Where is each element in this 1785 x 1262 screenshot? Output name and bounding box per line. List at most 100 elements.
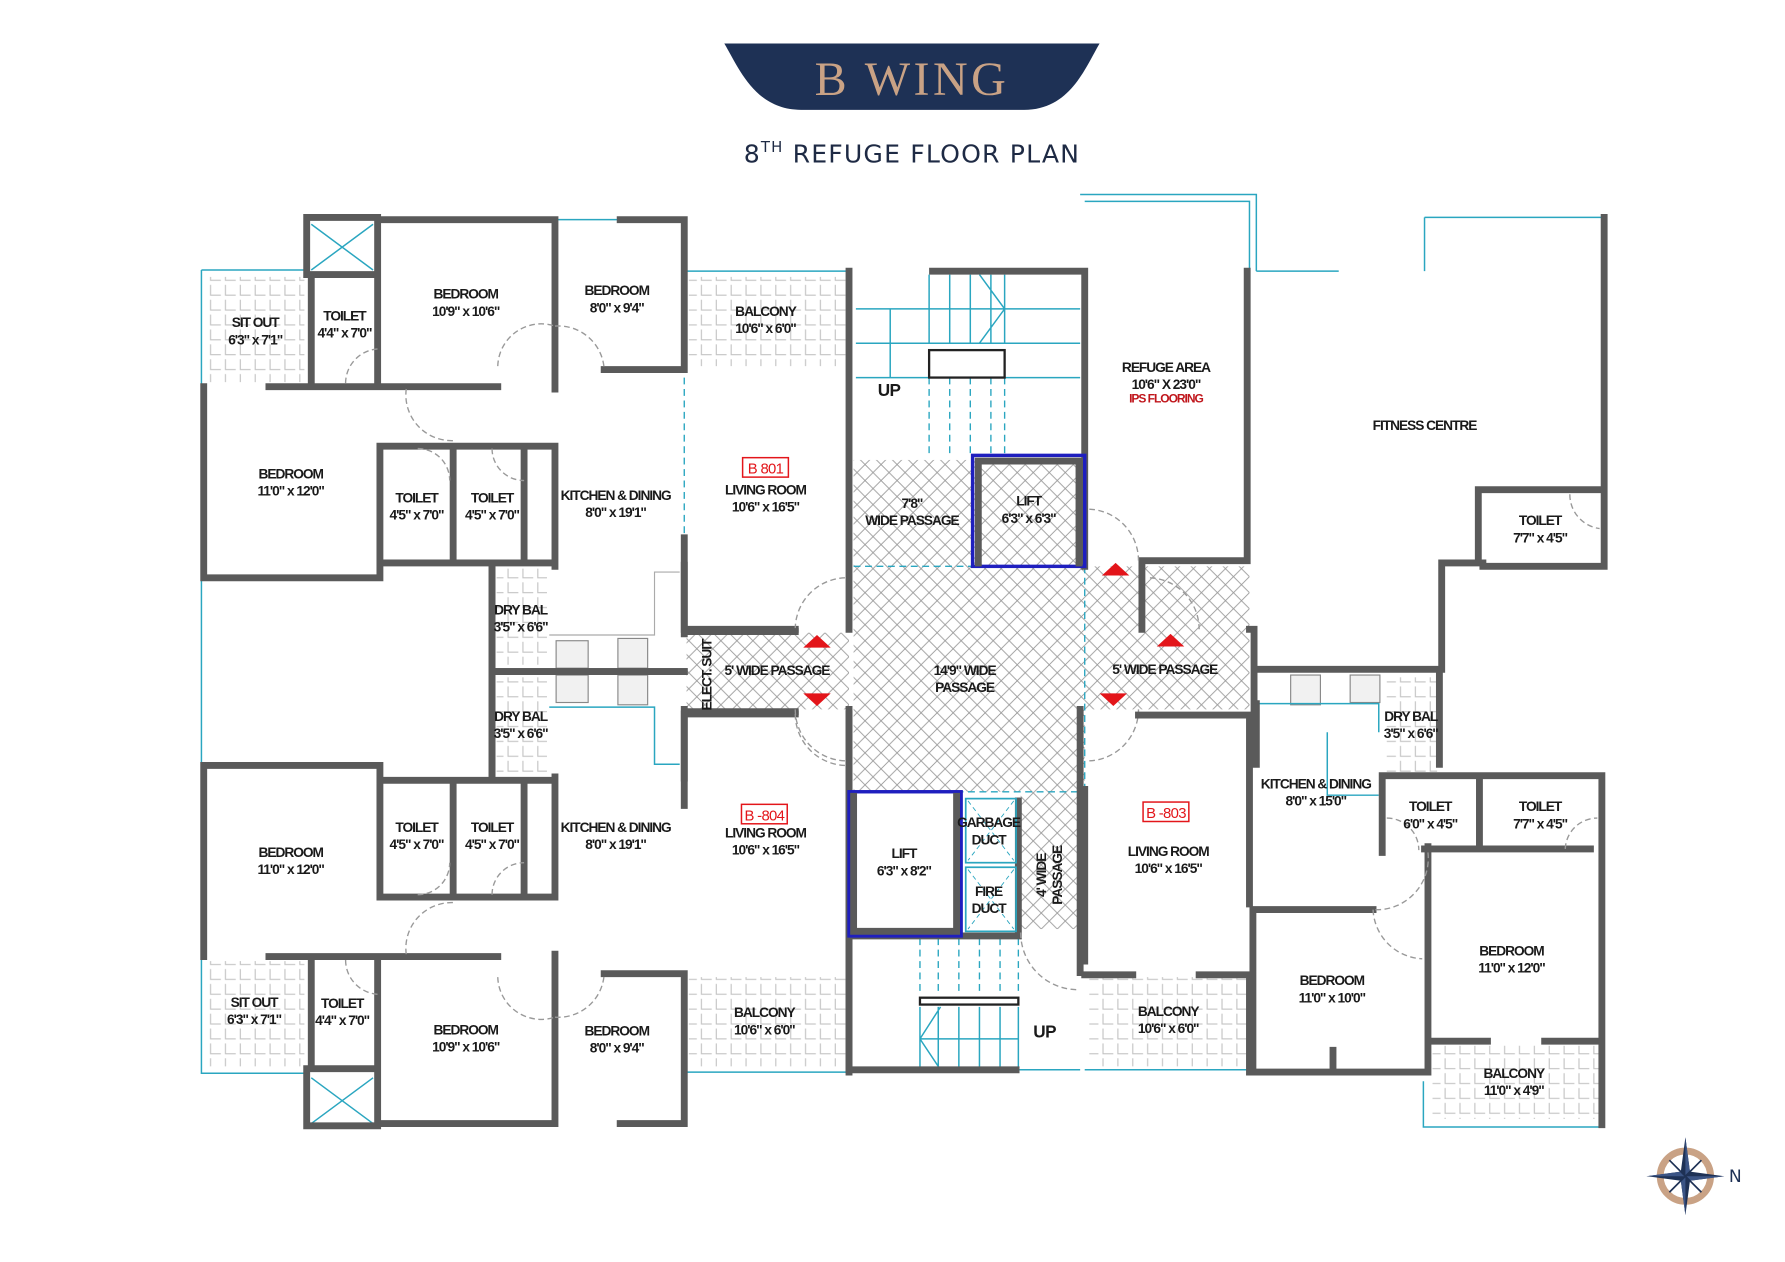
room-dimensions: 10'6" x 16'5" xyxy=(732,499,800,514)
room-name: 14'9" WIDE xyxy=(934,663,997,678)
room-name: BEDROOM xyxy=(585,283,650,298)
room-dimensions: 4'5" x 7'0" xyxy=(465,837,520,852)
room-label: FITNESS CENTRE xyxy=(1373,418,1479,433)
room-dimensions: PASSAGE xyxy=(935,680,995,695)
room-label: TOILET 6'0" x 4'5" xyxy=(1403,799,1459,831)
passage-hatch xyxy=(686,459,1250,930)
room-name: LIVING ROOM xyxy=(725,826,806,841)
room-name: TOILET xyxy=(323,308,367,323)
room-label: 5' WIDE PASSAGE xyxy=(1112,662,1219,677)
room-name: SIT OUT xyxy=(231,995,280,1010)
room-dimensions: 3'5" x 6'6" xyxy=(1384,726,1439,741)
room-name: 7'8" xyxy=(901,496,922,511)
room-dimensions: 11'0" x 12'0" xyxy=(257,483,324,498)
wing-banner: B WING xyxy=(724,43,1100,110)
room-label: TOILET 4'5" x 7'0" xyxy=(390,490,446,522)
arrow-up-icon xyxy=(1101,562,1130,576)
room-name: TOILET xyxy=(395,820,439,835)
room-name: TOILET xyxy=(1519,513,1563,528)
room-dimensions: 7'7" x 4'5" xyxy=(1513,816,1568,831)
room-dimensions: 10'6" x 16'5" xyxy=(1135,861,1203,876)
room-dimensions: 4'5" x 7'0" xyxy=(390,507,445,522)
room-dimensions: DUCT xyxy=(972,832,1008,847)
room-dimensions: 8'0" x 15'0" xyxy=(1286,793,1347,808)
room-name: TOILET xyxy=(471,490,515,505)
room-dimensions: 10'6" x 6'0" xyxy=(734,1022,795,1037)
room-label: 14'9" WIDE PASSAGE xyxy=(934,663,998,695)
tile-areas xyxy=(207,276,1600,1119)
room-label: SIT OUT 6'3" x 7'1" xyxy=(228,315,284,347)
kitchen-counters xyxy=(549,571,1381,796)
room-dimensions: 8'0" x 19'1" xyxy=(585,505,646,520)
room-dimensions: 11'0" x 12'0" xyxy=(1478,961,1545,976)
room-label: TOILET 7'7" x 4'5" xyxy=(1513,799,1569,831)
stair-up-label: UP xyxy=(878,380,901,400)
room-name: SIT OUT xyxy=(232,315,281,330)
walls-core xyxy=(794,267,1251,1074)
room-label: BALCONY 11'0" x 4'9" xyxy=(1483,1066,1546,1098)
room-name: BALCONY xyxy=(1138,1004,1200,1019)
room-name: LIFT xyxy=(1016,494,1042,509)
room-dimensions: 3'5" x 6'6" xyxy=(494,726,549,741)
room-name: BALCONY xyxy=(735,304,797,319)
room-dimensions: 4'5" x 7'0" xyxy=(390,837,445,852)
unit-badge: B -804 xyxy=(740,803,788,825)
room-label: BEDROOM 11'0" x 12'0" xyxy=(257,466,325,498)
arrow-up-icon xyxy=(1156,633,1185,647)
room-dimensions: 6'3" x 8'2" xyxy=(877,863,932,878)
walls-fitness-803 xyxy=(1081,213,1608,1129)
room-dimensions: DUCT xyxy=(972,901,1008,916)
room-name: BEDROOM xyxy=(585,1023,650,1038)
room-name: LIVING ROOM xyxy=(725,482,806,497)
room-name: DRY BAL xyxy=(1384,709,1438,724)
room-name: TOILET xyxy=(1519,799,1563,814)
unit-badge: B 801 xyxy=(741,456,790,478)
room-name: LIFT xyxy=(892,846,918,861)
room-label: 7'8" WIDE PASSAGE xyxy=(865,496,960,528)
room-name: TOILET xyxy=(1409,799,1453,814)
room-name: TOILET xyxy=(471,820,515,835)
room-dimensions: WIDE PASSAGE xyxy=(865,513,959,528)
room-name: 4' WIDE xyxy=(1034,853,1049,897)
room-name: BEDROOM xyxy=(258,466,323,481)
room-name: BEDROOM xyxy=(434,1022,499,1037)
room-name: FITNESS CENTRE xyxy=(1373,418,1478,433)
room-dimensions: 11'0" x 10'0" xyxy=(1299,990,1366,1005)
unit-number: B 801 xyxy=(748,462,784,478)
room-dimensions: 6'3" x 7'1" xyxy=(228,332,283,347)
exit-arrows xyxy=(803,562,1185,706)
unit-badge-frame xyxy=(1142,801,1190,823)
unit-badge-frame xyxy=(740,803,788,825)
compass-north-label: N xyxy=(1729,1167,1742,1187)
room-name: TOILET xyxy=(395,490,439,505)
room-name: BALCONY xyxy=(1483,1066,1545,1081)
wing-title: B WING xyxy=(815,53,1010,106)
staircase-bottom xyxy=(918,938,1020,1071)
room-name: BEDROOM xyxy=(434,287,499,302)
room-name: FIRE xyxy=(975,884,1003,899)
room-dimensions: 11'0" x 4'9" xyxy=(1484,1083,1544,1098)
room-dimensions: 6'0" x 4'5" xyxy=(1403,816,1458,831)
room-name: REFUGE AREA xyxy=(1122,360,1211,375)
room-note: IPS FLOORING xyxy=(1129,392,1203,406)
